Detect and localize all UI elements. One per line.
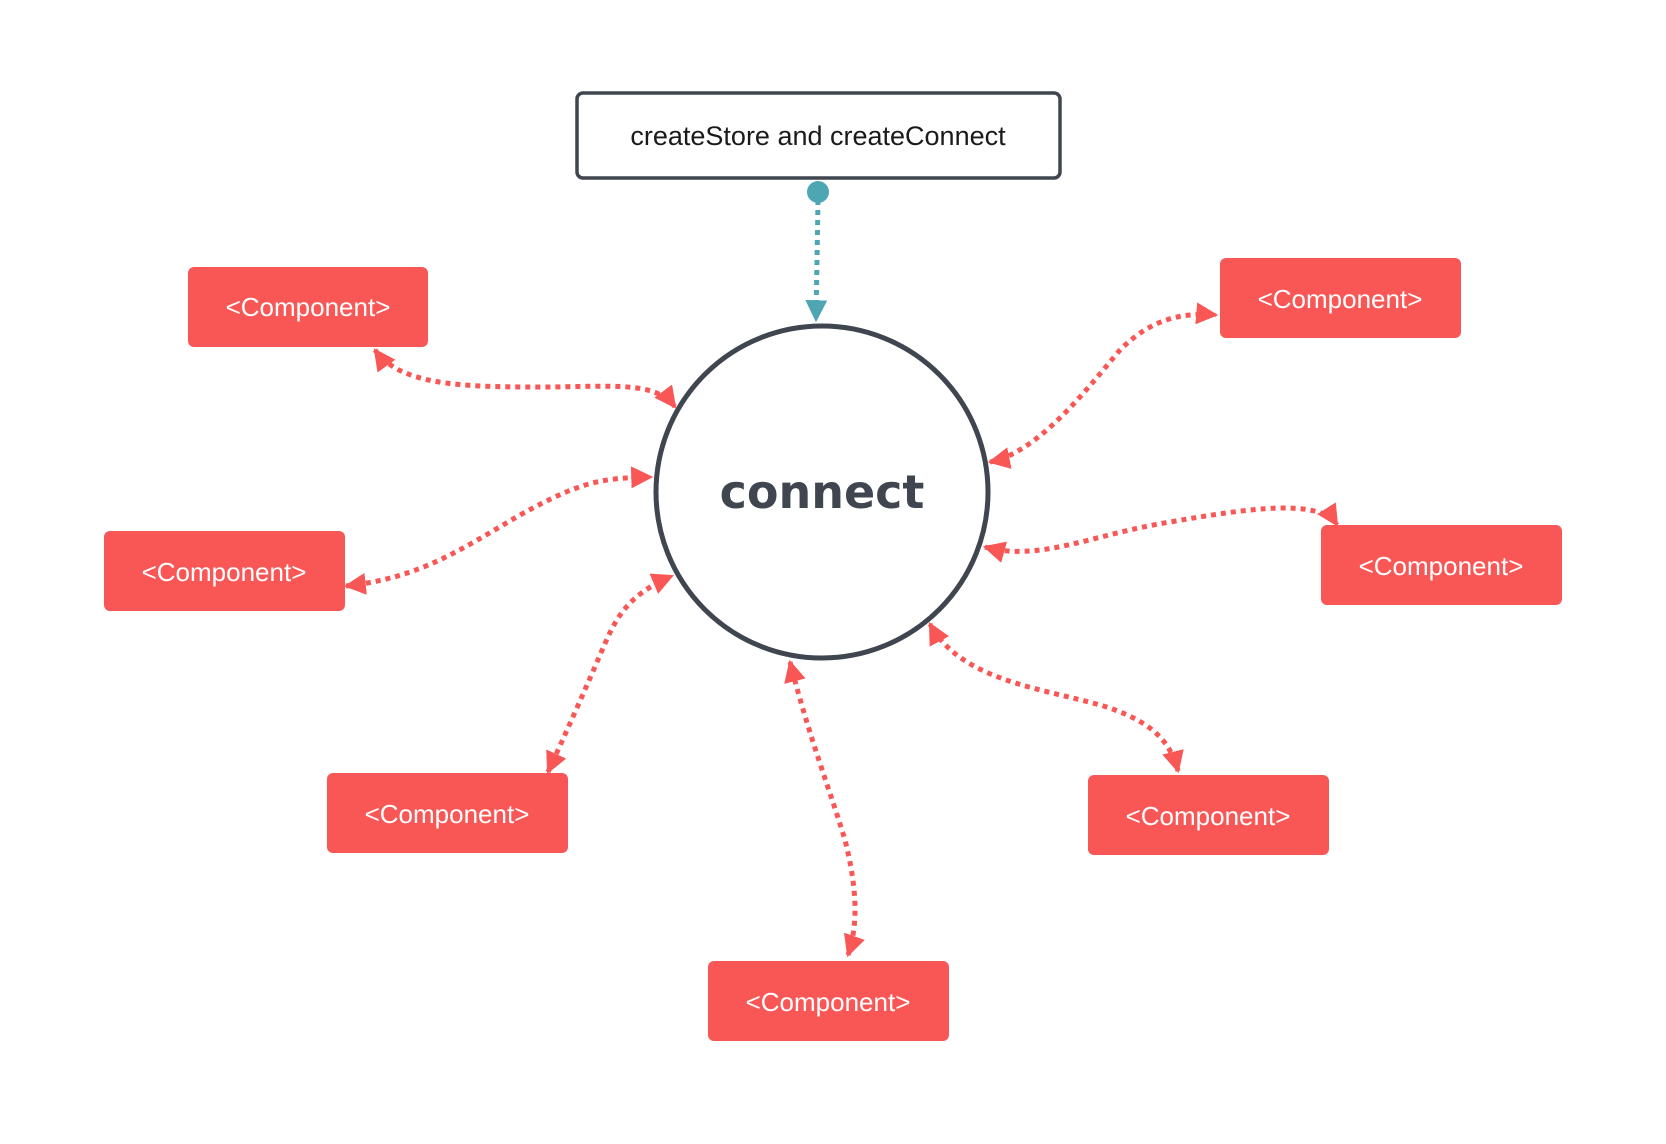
component-node[interactable]: <Component> xyxy=(1220,258,1461,338)
store-to-hub-line xyxy=(805,199,828,323)
component-box xyxy=(104,531,345,611)
connector-top-left xyxy=(372,348,678,409)
connect-hub-label: connect xyxy=(720,465,925,519)
store-to-hub-connector xyxy=(805,181,829,323)
connector-lower-left xyxy=(545,573,675,774)
component-label: <Component> xyxy=(1126,801,1291,831)
component-label: <Component> xyxy=(1359,551,1524,581)
component-box xyxy=(708,961,949,1041)
connect-hub[interactable]: connect xyxy=(653,323,991,661)
component-node[interactable]: <Component> xyxy=(104,531,345,611)
component-node[interactable]: <Component> xyxy=(327,773,568,853)
store-node-box xyxy=(575,91,1062,180)
component-node[interactable]: <Component> xyxy=(708,961,949,1041)
component-node[interactable]: <Component> xyxy=(1321,525,1562,605)
component-box xyxy=(1088,775,1329,855)
connector-lower-right xyxy=(927,622,1184,774)
component-box xyxy=(188,267,428,347)
connectors xyxy=(343,302,1340,958)
connector-left xyxy=(343,466,654,595)
component-label: <Component> xyxy=(226,292,391,322)
component-label: <Component> xyxy=(1258,284,1423,314)
store-node-label: createStore and createConnect xyxy=(630,121,1006,151)
component-node[interactable]: <Component> xyxy=(188,267,428,347)
component-label: <Component> xyxy=(365,799,530,829)
store-node[interactable]: createStore and createConnect xyxy=(575,91,1062,180)
component-label: <Component> xyxy=(746,987,911,1017)
connector-start-dot xyxy=(807,181,829,203)
component-box xyxy=(1220,258,1461,338)
connector-right xyxy=(982,502,1340,563)
component-node[interactable]: <Component> xyxy=(1088,775,1329,855)
component-label: <Component> xyxy=(142,557,307,587)
connector-bottom xyxy=(784,659,865,958)
component-box xyxy=(1321,525,1562,605)
component-box xyxy=(327,773,568,853)
connector-top-right xyxy=(987,302,1219,469)
connect-hub-circle xyxy=(653,323,991,661)
